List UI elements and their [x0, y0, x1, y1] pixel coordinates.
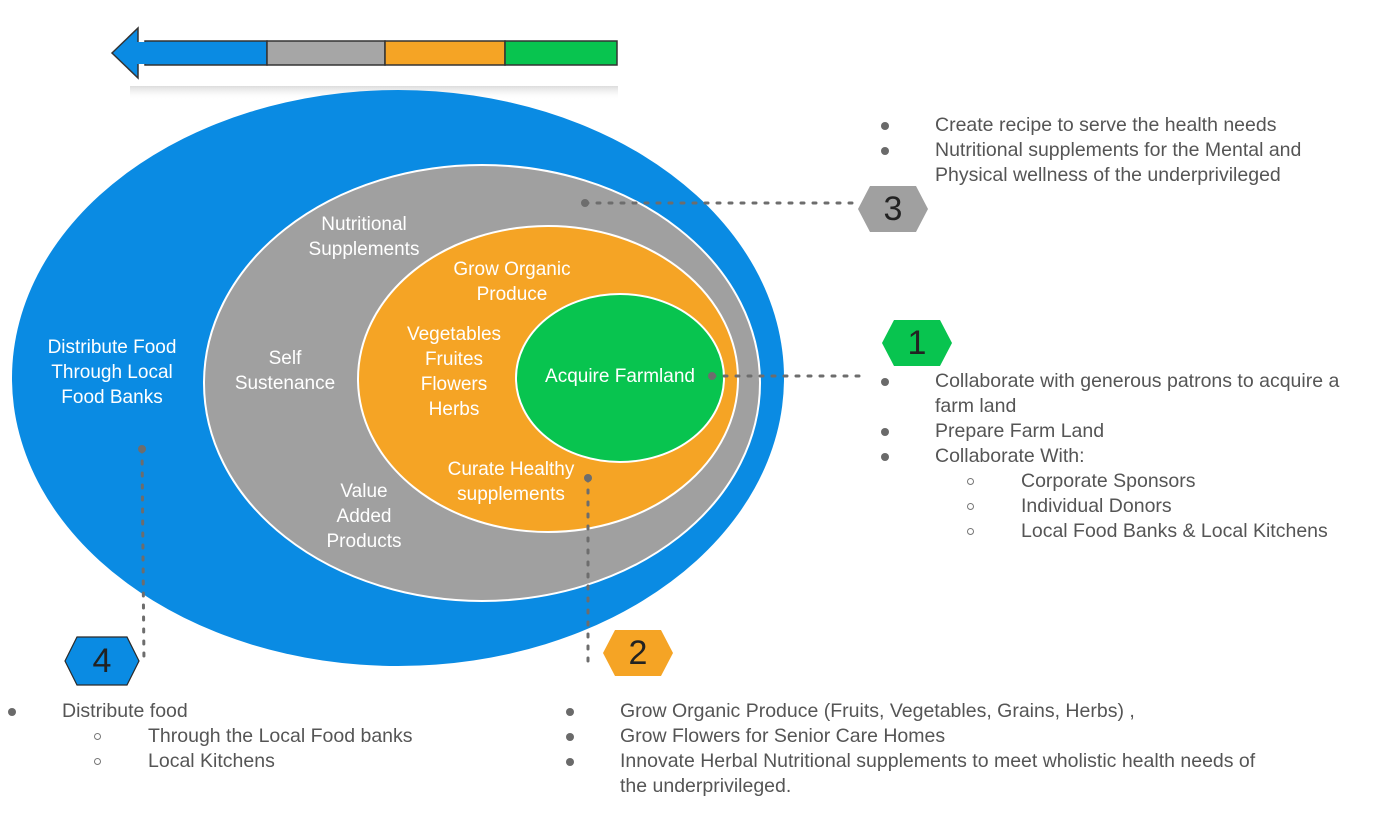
list-item: Innovate Herbal Nutritional supplements … [566, 749, 1360, 799]
hollow-bullet-icon [967, 528, 974, 535]
arrow-segment-orange [384, 40, 506, 66]
list-subitem: Individual Donors [935, 494, 1390, 519]
label-line: Through Local [51, 362, 173, 383]
list-item-text: Nutritional supplements for the Mental a… [935, 139, 1302, 161]
arrow-joint [137, 42, 146, 64]
label-line: Nutritional [321, 214, 407, 235]
label-line: supplements [457, 484, 565, 505]
list-step-3: Create recipe to serve the health needs … [881, 113, 1375, 188]
list-item-text: Prepare Farm Land [935, 420, 1105, 442]
list-subitem: Through the Local Food banks [62, 724, 482, 749]
list-item: Grow Organic Produce (Fruits, Vegetables… [566, 699, 1360, 724]
list-item: Create recipe to serve the health needs [881, 113, 1375, 138]
label-line: Self [268, 348, 302, 369]
hollow-bullet-icon [967, 503, 974, 510]
hollow-bullet-icon [94, 758, 101, 765]
connector-4-dot [138, 445, 146, 453]
list-item: Collaborate With: [881, 444, 1390, 469]
connector-2-dot [584, 474, 592, 482]
label-line: Flowers [420, 374, 488, 395]
list-item-text: Innovate Herbal Nutritional supplements … [620, 750, 1256, 772]
badge-3-hexagon [858, 186, 928, 232]
hollow-bullet-icon [967, 478, 974, 485]
bullet-icon [566, 733, 574, 741]
list-step-2: Grow Organic Produce (Fruits, Vegetables… [566, 699, 1360, 799]
bullet-icon [881, 122, 889, 130]
label-line: Distribute Food [47, 337, 177, 358]
list-item-text: Collaborate With: [935, 445, 1085, 467]
list-subitem-text: Individual Donors [1021, 495, 1172, 517]
left-arrow-icon [110, 26, 139, 80]
list-item: Collaborate with generous patrons to acq… [881, 369, 1390, 419]
list-item: Prepare Farm Land [881, 419, 1390, 444]
label-line: Supplements [308, 239, 420, 260]
badge-3-number: 3 [883, 190, 903, 228]
list-subitem: Local Kitchens [62, 749, 482, 774]
list-item-text-cont: farm land [935, 395, 1017, 417]
list-step-4: Distribute food Through the Local Food b… [8, 699, 482, 774]
badge-4-hexagon [64, 636, 140, 686]
list-item: Nutritional supplements for the Mental a… [881, 138, 1375, 188]
bullet-icon [881, 453, 889, 461]
list-subitem-text: Through the Local Food banks [148, 725, 413, 747]
label-line: Curate Healthy [447, 459, 575, 480]
badge-1-number: 1 [907, 324, 927, 362]
connector-4 [140, 447, 146, 666]
list-subitem: Corporate Sponsors [935, 469, 1390, 494]
label-grow-organic-produce: Grow Organic Produce [432, 257, 592, 307]
progress-arrow [110, 26, 618, 100]
bullet-icon [566, 758, 574, 766]
list-item: Grow Flowers for Senior Care Homes [566, 724, 1360, 749]
badge-2-hexagon [603, 630, 673, 676]
connector-1-dot [708, 372, 716, 380]
ellipse-green [515, 293, 725, 463]
label-curate-healthy-supplements: Curate Healthy supplements [421, 457, 601, 507]
badge-4-number: 4 [92, 642, 112, 680]
label-value-added-products: Value Added Products [304, 479, 424, 554]
arrow-segment-green [504, 40, 618, 66]
bullet-icon [881, 378, 889, 386]
label-line: Vegetables [406, 324, 502, 345]
label-self-sustenance: Self Sustenance [215, 346, 355, 396]
label-line: Produce [476, 284, 548, 305]
label-line: Products [326, 531, 402, 552]
connector-3-dot [581, 199, 589, 207]
label-line: Fruites [424, 349, 484, 370]
list-item-text: Grow Organic Produce (Fruits, Vegetables… [620, 700, 1135, 722]
bullet-icon [881, 147, 889, 155]
list-item-text: Create recipe to serve the health needs [935, 114, 1277, 136]
badge-2-number: 2 [628, 634, 648, 672]
list-subitem-text: Local Kitchens [148, 750, 275, 772]
label-distribute-food: Distribute Food Through Local Food Banks [22, 335, 202, 410]
label-line: Acquire Farmland [545, 366, 695, 387]
label-line: Herbs [428, 399, 480, 420]
label-nutritional-supplements: Nutritional Supplements [284, 212, 444, 262]
list-item-text: Grow Flowers for Senior Care Homes [620, 725, 946, 747]
list-step-1: Collaborate with generous patrons to acq… [881, 369, 1390, 544]
list-item-text-cont: Physical wellness of the underprivileged [935, 164, 1281, 186]
label-line: Food Banks [61, 387, 163, 408]
bullet-icon [881, 428, 889, 436]
label-line: Value [340, 481, 388, 502]
label-line: Grow Organic [453, 259, 571, 280]
label-acquire-farmland: Acquire Farmland [520, 364, 720, 389]
list-item: Distribute food [8, 699, 482, 724]
arrow-segment-gray [266, 40, 386, 66]
bullet-icon [8, 708, 16, 716]
list-item-text: Distribute food [62, 700, 188, 722]
arrow-segment-blue [144, 40, 268, 66]
label-line: Sustenance [234, 373, 336, 394]
list-subitem: Local Food Banks & Local Kitchens [935, 519, 1390, 544]
list-item-text-cont: the underprivileged. [620, 775, 792, 797]
hollow-bullet-icon [94, 733, 101, 740]
label-vegetables-fruites-flowers-herbs: Vegetables Fruites Flowers Herbs [384, 322, 524, 422]
badge-1-hexagon [882, 320, 952, 366]
bullet-icon [566, 708, 574, 716]
label-line: Added [336, 506, 392, 527]
list-item-text: Collaborate with generous patrons to acq… [935, 370, 1340, 392]
list-subitem-text: Corporate Sponsors [1021, 470, 1196, 492]
list-subitem-text: Local Food Banks & Local Kitchens [1021, 520, 1328, 542]
